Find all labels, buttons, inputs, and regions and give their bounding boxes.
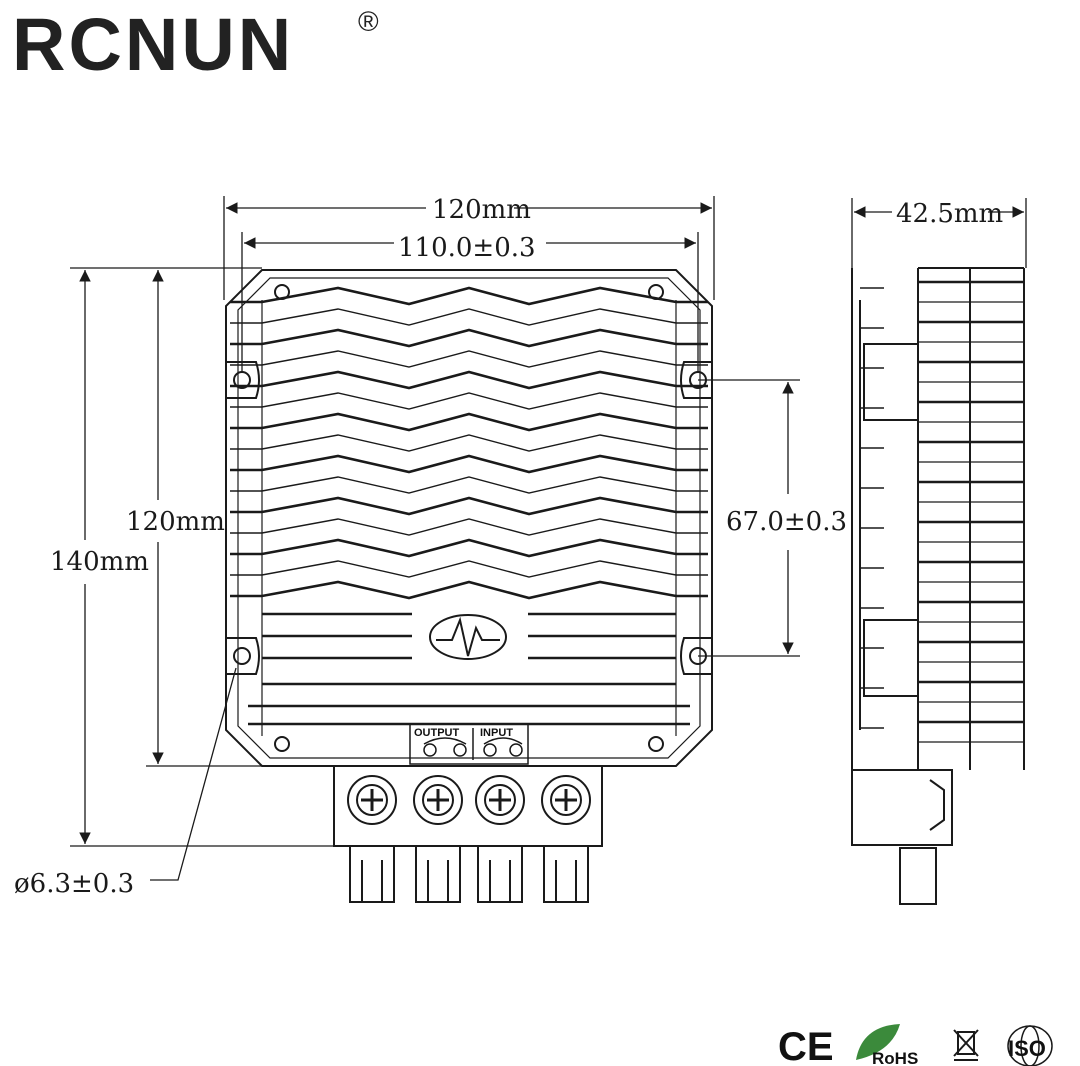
brand-emblem-icon [429, 614, 507, 660]
rohs-leaf-icon [856, 1024, 900, 1060]
terminal-screw-icon [413, 775, 463, 903]
output-label: OUTPUT [414, 727, 460, 739]
hole-diameter-label: ø6.3±0.3 [14, 869, 134, 899]
heat-sink-fins [230, 286, 708, 600]
fin-ridge [230, 308, 708, 326]
iso-mark: ISO [1008, 1036, 1046, 1061]
brand-logo: RCNUN [12, 3, 295, 86]
ear-top-left [225, 361, 260, 399]
dimension-labels: 120mm 110.0±0.3 42.5mm 140mm 120mm 67.0±… [14, 195, 1003, 899]
fin-ridge [230, 434, 708, 452]
ce-mark: CE [778, 1025, 834, 1066]
registered-mark: ® [358, 6, 379, 37]
ear-bottom-left [225, 637, 260, 675]
fin-ridge [230, 392, 708, 410]
side-view [851, 267, 1025, 905]
terminal-screw-icon [347, 775, 397, 903]
fin-ridge [230, 538, 708, 558]
fin-ridge [230, 350, 708, 368]
overall-width-label: 120mm [432, 195, 531, 225]
terminal-label-plate: OUTPUT INPUT [409, 723, 529, 765]
inner-height-label: 120mm [126, 507, 225, 537]
ear-bottom-right [680, 637, 713, 675]
ear-top-right [680, 361, 713, 399]
weee-bin-icon [953, 1029, 979, 1061]
fin-ridge [230, 560, 708, 578]
side-depth-label: 42.5mm [896, 199, 1003, 229]
iso-globe-icon [1007, 1025, 1053, 1066]
hole-spacing-x-label: 110.0±0.3 [398, 233, 536, 263]
front-view [225, 269, 713, 767]
lower-fins [248, 612, 690, 726]
hole-spacing-y-label: 67.0±0.3 [726, 507, 847, 537]
overall-height-label: 140mm [50, 547, 149, 577]
fin-ridge [230, 286, 708, 306]
fin-ridge [230, 580, 708, 600]
fin-ridge [230, 518, 708, 536]
fin-ridge [230, 496, 708, 516]
fin-ridge [230, 476, 708, 494]
housing-inner [237, 277, 701, 759]
fin-ridge [230, 370, 708, 390]
certification-marks: CE RoHS ISO [778, 1024, 1053, 1066]
terminal-block [333, 765, 603, 903]
dimension-lines [70, 196, 1027, 881]
fin-ridge [230, 328, 708, 348]
input-label: INPUT [480, 727, 513, 739]
housing-outline [225, 269, 713, 767]
rohs-mark: RoHS [872, 1049, 918, 1066]
terminal-screw-icon [541, 775, 591, 903]
fin-ridge [230, 412, 708, 432]
fin-ridge [230, 454, 708, 474]
terminal-screw-icon [475, 775, 525, 903]
